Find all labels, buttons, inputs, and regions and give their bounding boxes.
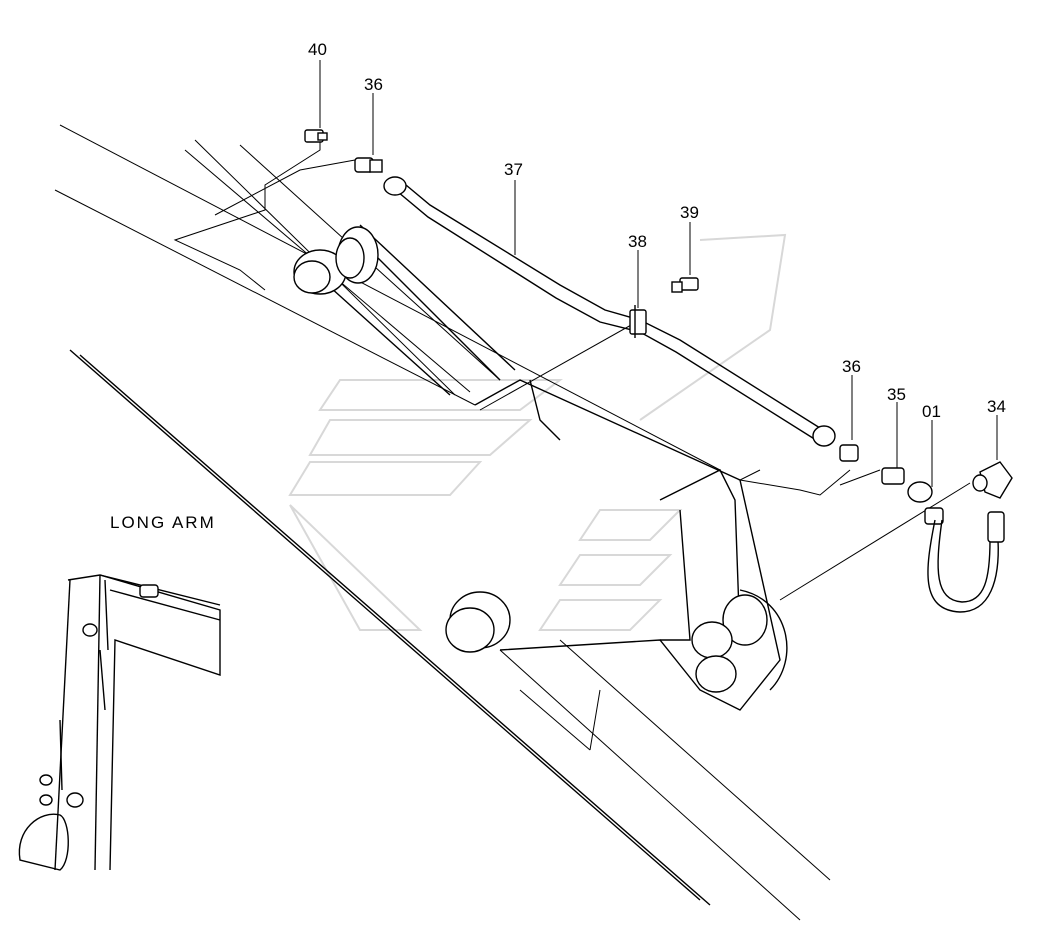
- leader-lines: [173, 60, 998, 601]
- fitting-36-upper: [354, 157, 383, 173]
- inset-long-arm: [18, 574, 221, 871]
- fitting-40: [304, 129, 328, 143]
- part-label-01: 01: [922, 402, 941, 421]
- lower-pins: [445, 589, 788, 693]
- elbow-34: [972, 461, 1013, 499]
- part-label-39: 39: [680, 203, 699, 222]
- watermark-logo: [288, 233, 787, 631]
- part-label-36-upper: 36: [364, 75, 383, 94]
- clamp-38: [629, 305, 647, 338]
- fitting-36-lower: [839, 444, 859, 462]
- part-label-38: 38: [628, 232, 647, 251]
- bolt-39: [671, 277, 699, 293]
- part-label-36-lower: 36: [842, 357, 861, 376]
- part-label-35: 35: [887, 385, 906, 404]
- part-label-37: 37: [504, 160, 523, 179]
- part-label-34: 34: [987, 397, 1006, 416]
- part-label-40: 40: [308, 40, 327, 59]
- fitting-35: [881, 467, 905, 485]
- hose-assembly: [927, 511, 1005, 613]
- pipe-37: [383, 176, 836, 447]
- caption-long-arm: LONG ARM: [110, 513, 216, 532]
- elbow-01: [907, 481, 944, 525]
- upper-pulley: [293, 226, 379, 295]
